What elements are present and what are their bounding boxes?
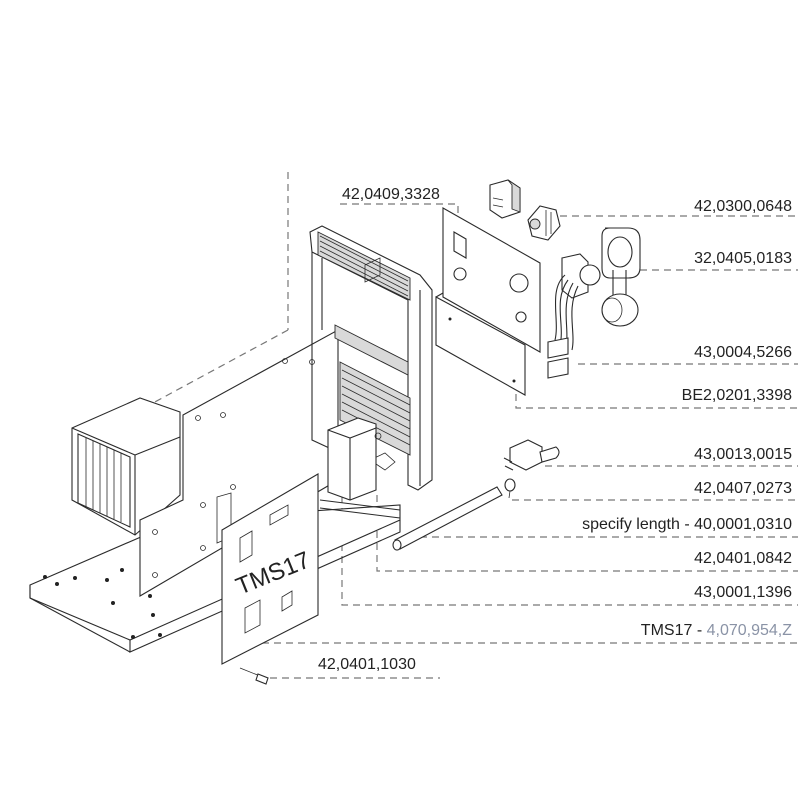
- front-plate: [435, 207, 541, 396]
- part-prefix: TMS17 -: [640, 622, 707, 639]
- front-frame: [309, 225, 433, 491]
- solenoid-valve: [503, 439, 560, 471]
- wire-harness: [547, 274, 579, 379]
- part-number: BE2,0201,3398: [681, 387, 792, 404]
- part-label-panel-frame: 42,0409,3328: [342, 186, 440, 204]
- part-number: 42,0401,0842: [694, 550, 792, 567]
- part-label-front-plate: BE2,0201,3398: [682, 387, 792, 405]
- part-number: 43,0004,5266: [694, 344, 792, 361]
- part-label-wire-harness: 43,0004,5266: [694, 344, 792, 362]
- part-label-rocker-switch: 42,0300,0648: [694, 198, 792, 216]
- part-label-tms17: TMS17 - 4,070,954,Z: [641, 622, 792, 640]
- part-label-gas-hose: specify length - 40,0001,0310: [582, 516, 792, 534]
- fan-box: [71, 397, 181, 536]
- part-label-socket-cap: 32,0405,0183: [694, 250, 792, 268]
- part-number: 40,0001,0310: [694, 516, 792, 533]
- part-number: 43,0013,0015: [694, 446, 792, 463]
- part-number: 42,0409,3328: [342, 186, 440, 203]
- tms17-part-link[interactable]: 4,070,954,Z: [706, 622, 792, 639]
- part-label-screw: 42,0401,1030: [318, 656, 416, 674]
- part-number: 42,0300,0648: [694, 198, 792, 215]
- part-label-hose-clamp: 42,0407,0273: [694, 480, 792, 498]
- part-number: 42,0407,0273: [694, 480, 792, 497]
- rocker-switch: [489, 179, 561, 241]
- part-prefix: specify length -: [582, 516, 695, 533]
- part-label-solenoid-valve: 43,0013,0015: [694, 446, 792, 464]
- screw: [239, 667, 269, 685]
- part-number: 43,0001,1396: [694, 584, 792, 601]
- part-label-transformer: 43,0001,1396: [694, 584, 792, 602]
- part-number: 42,0401,1030: [318, 656, 416, 673]
- hose-clamp: [504, 478, 516, 499]
- tms17-panel: TMS17: [221, 473, 319, 665]
- part-number: 32,0405,0183: [694, 250, 792, 267]
- socket-cap: [561, 227, 641, 327]
- gas-hose: [392, 486, 503, 551]
- part-label-strain-relief: 42,0401,0842: [694, 550, 792, 568]
- transformer: [319, 417, 401, 519]
